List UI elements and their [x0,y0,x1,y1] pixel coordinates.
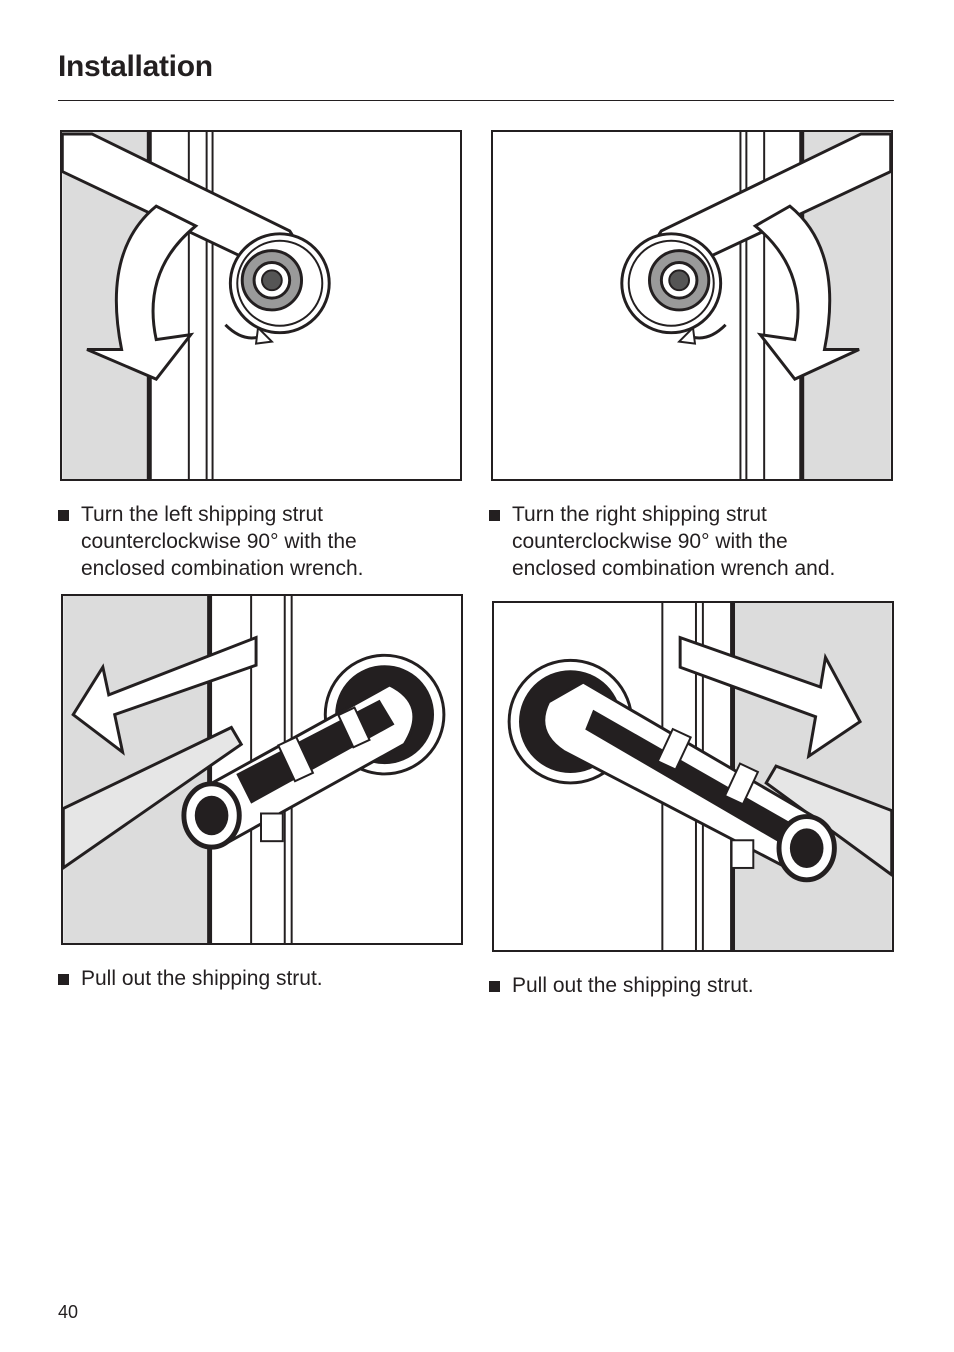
step-text: Pull out the shipping strut. [512,974,754,997]
title-divider [58,100,894,101]
pull-right-strut-illustration [507,603,892,950]
turn-left-strut-illustration [62,132,331,479]
page-number: 40 [58,1302,79,1322]
step-turn-right-strut: Turn the right shipping strut counterclo… [489,501,909,585]
figure-turn-right-strut [491,130,893,481]
bullet-icon [58,974,69,985]
figure-pull-right-strut [492,601,894,952]
turn-right-strut-illustration [620,132,891,479]
step-turn-left-strut: Turn the left shipping strut countercloc… [58,501,468,585]
bullet-icon [489,981,500,992]
step-text: Turn the right shipping strut counterclo… [512,503,836,580]
step-text: Pull out the shipping strut. [81,967,323,990]
step-pull-left-strut: Pull out the shipping strut. [58,965,468,993]
bullet-icon [489,510,500,521]
page-title: Installation [58,50,213,83]
step-pull-right-strut: Pull out the shipping strut. [489,972,899,1000]
bullet-icon [58,510,69,521]
step-text: Turn the left shipping strut countercloc… [81,503,364,580]
pull-left-strut-illustration [63,596,446,943]
figure-pull-left-strut [61,594,463,945]
figure-turn-left-strut [60,130,462,481]
